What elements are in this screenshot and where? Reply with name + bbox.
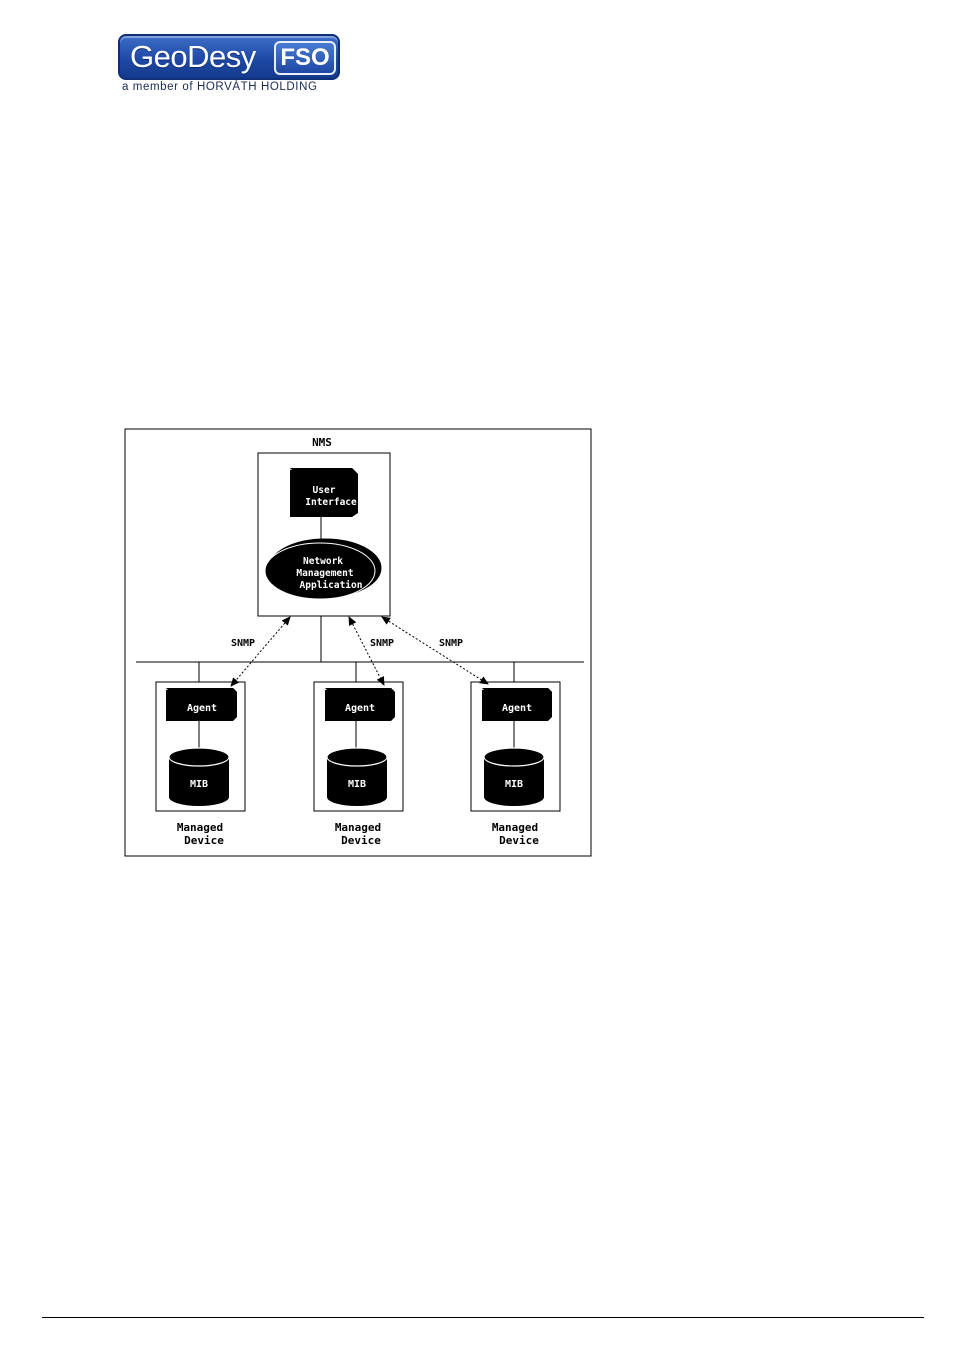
agent-block: Agent — [482, 688, 552, 721]
mib-label: MIB — [505, 779, 523, 790]
device-label-line1: Managed — [335, 821, 381, 834]
device-label-line1: Managed — [492, 821, 538, 834]
agent-block: Agent — [166, 688, 237, 721]
user-interface-line2: Interface — [305, 497, 357, 508]
snmp-arrow-3 — [382, 617, 488, 684]
nms-label: NMS — [312, 436, 332, 449]
nma-line2: Management — [296, 568, 353, 579]
nma-line1: Network — [303, 556, 343, 567]
user-interface-block: User Interface — [290, 468, 358, 517]
snmp-arrow-2 — [349, 617, 384, 685]
snmp-arrow-1 — [231, 617, 290, 686]
mib-database: MIB — [327, 748, 387, 806]
agent-label: Agent — [502, 703, 532, 714]
mib-database: MIB — [169, 748, 229, 806]
managed-device-1: Agent MIB Managed Device — [156, 662, 245, 847]
agent-label: Agent — [187, 703, 217, 714]
snmp-label-2: SNMP — [370, 638, 394, 649]
mib-database: MIB — [484, 748, 544, 806]
mib-label: MIB — [348, 779, 366, 790]
footer-rule — [42, 1317, 924, 1318]
agent-label: Agent — [345, 703, 375, 714]
device-label-line2: Device — [341, 834, 381, 847]
managed-device-2: Agent MIB Managed Device — [314, 662, 403, 847]
managed-device-3: Agent MIB Managed Device — [471, 662, 560, 847]
nma-line3: Application — [300, 580, 363, 591]
device-label-line2: Device — [499, 834, 539, 847]
snmp-label-1: SNMP — [231, 638, 255, 649]
user-interface-line1: User — [313, 485, 336, 496]
device-label-line2: Device — [184, 834, 224, 847]
device-label-line1: Managed — [177, 821, 223, 834]
network-management-application-node: Network Management Application — [265, 539, 381, 599]
mib-label: MIB — [190, 779, 208, 790]
agent-block: Agent — [325, 688, 395, 721]
snmp-label-3: SNMP — [439, 638, 463, 649]
